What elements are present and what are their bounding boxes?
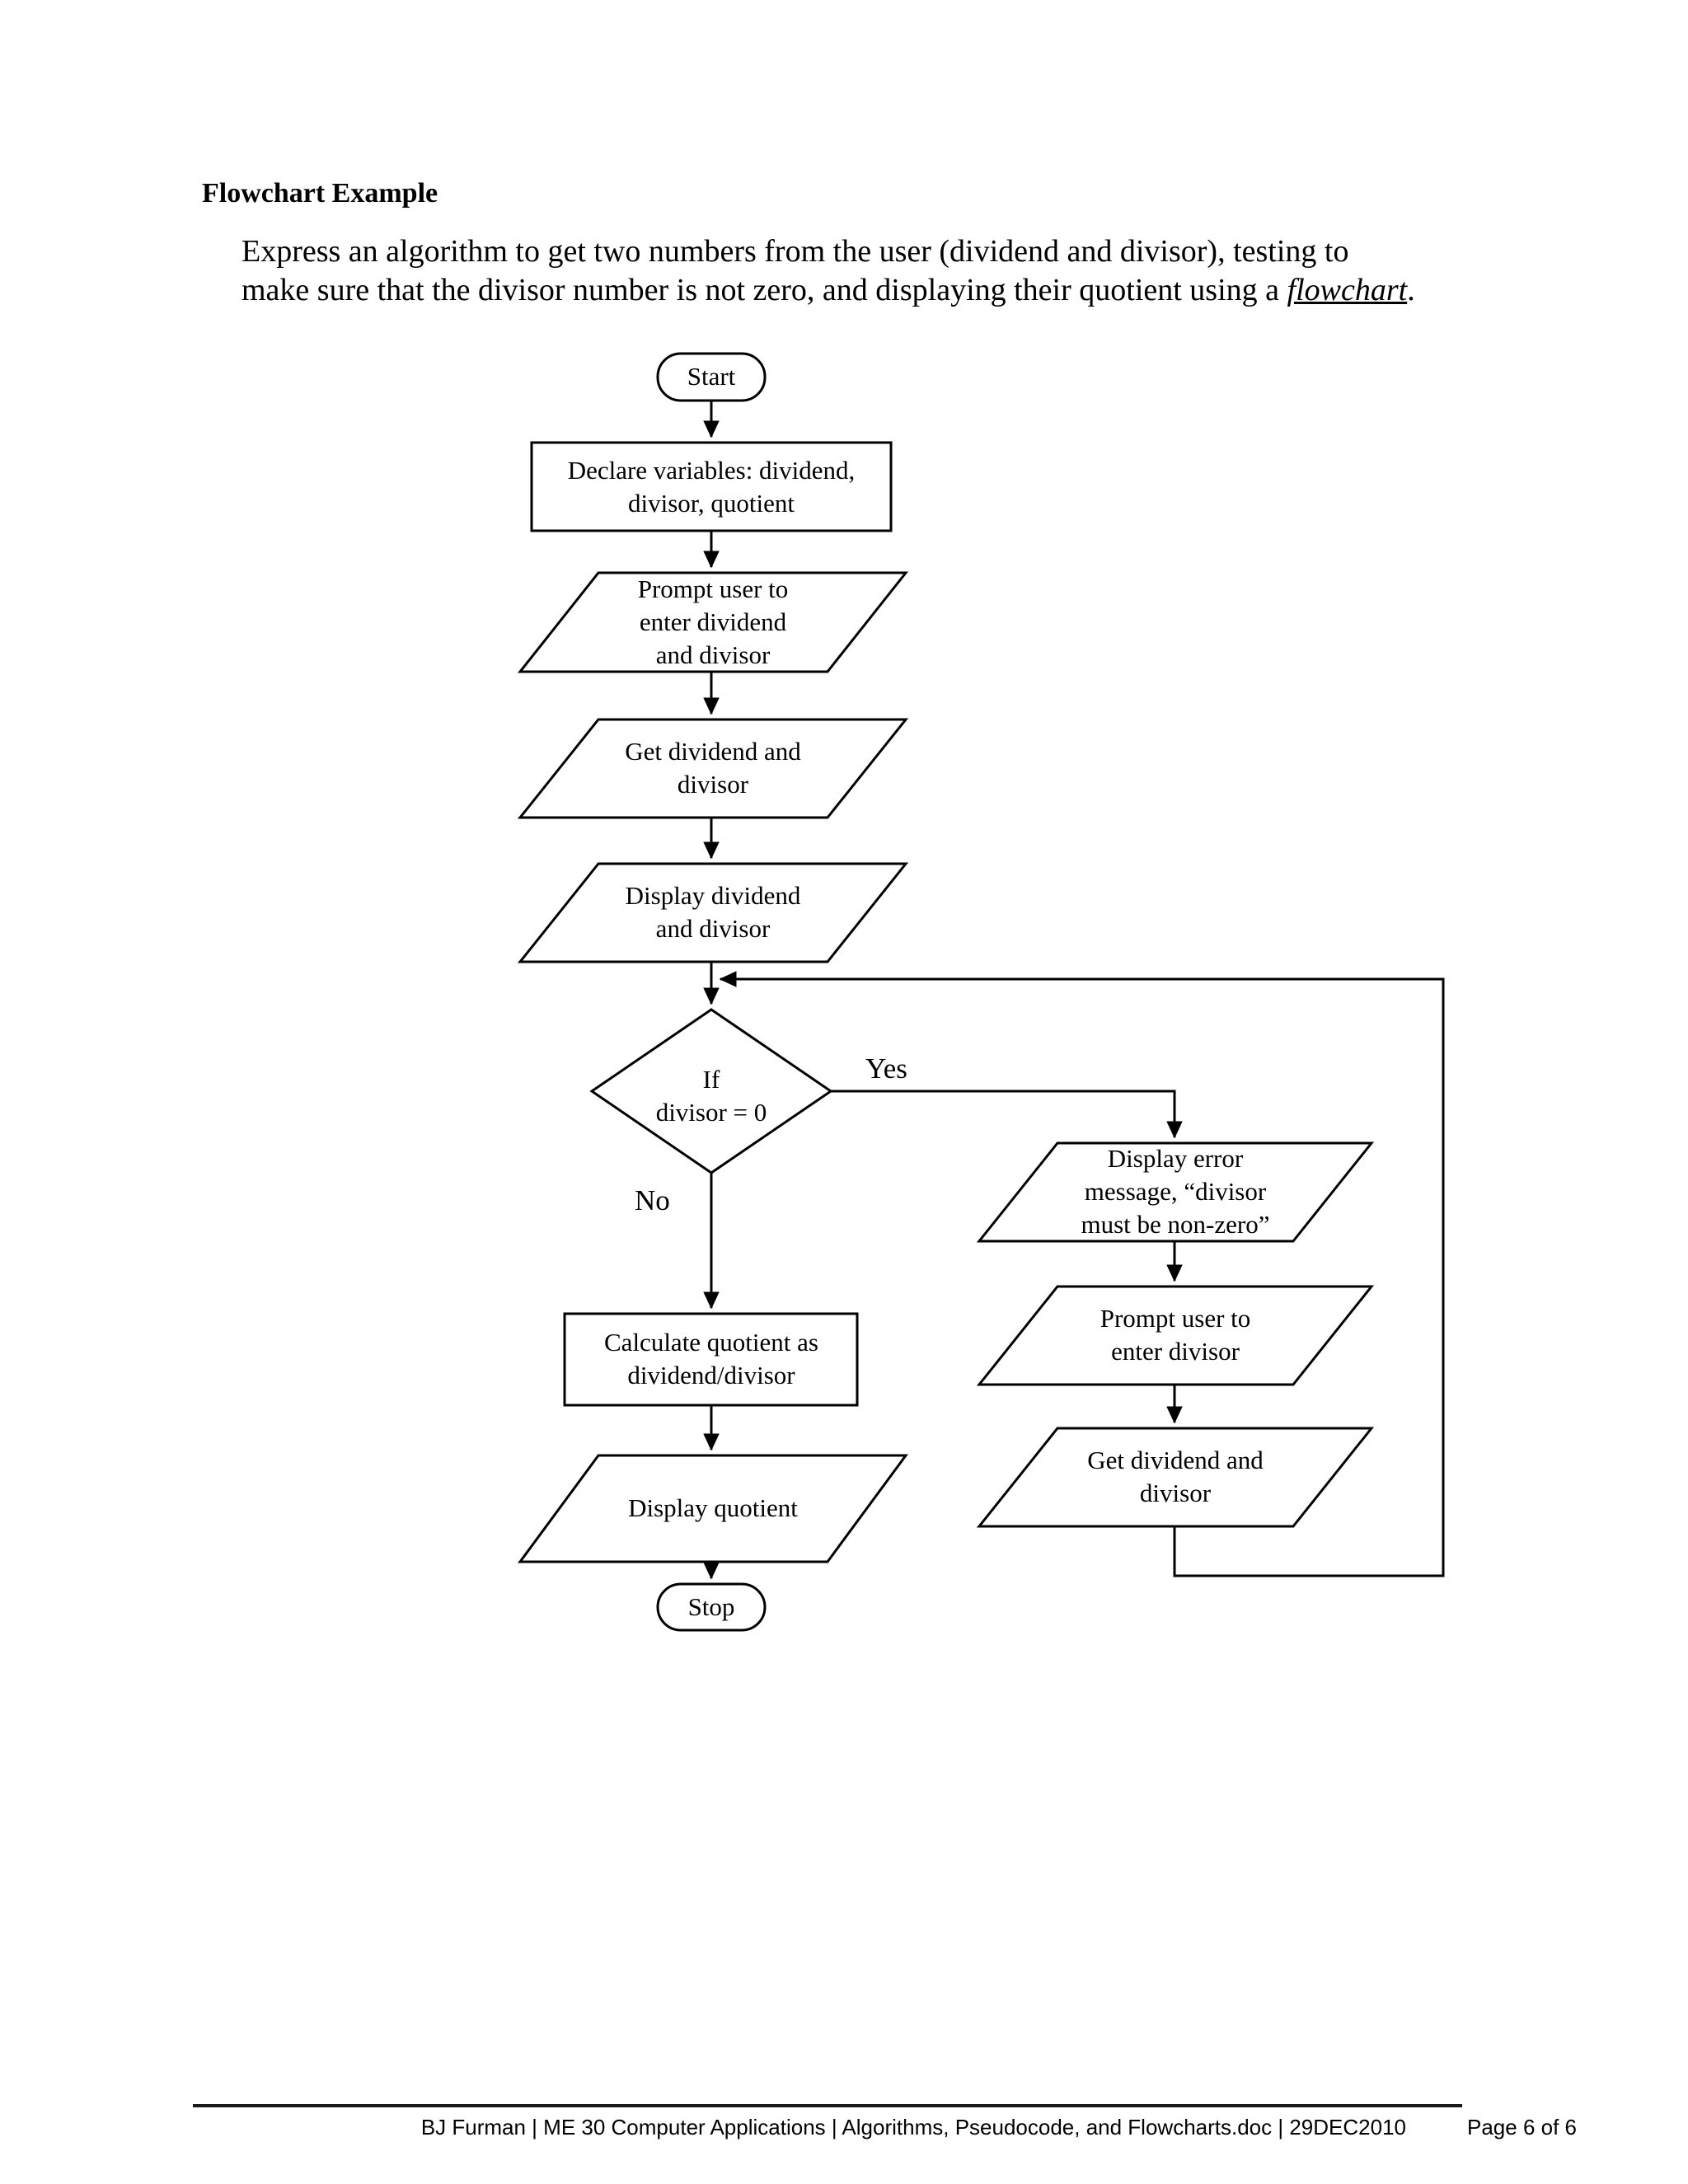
page-title: Flowchart Example (202, 178, 438, 209)
terminal-stop-label: Stop (687, 1592, 735, 1621)
io-display-dividend-divisor-shape (517, 862, 909, 963)
footer-divider (193, 2104, 1462, 2107)
io-prompt-divisor-label: Prompt user to enter divisor (1100, 1304, 1251, 1366)
yes-branch-label: Yes (865, 1052, 907, 1085)
io-prompt-dividend-divisor-label: Prompt user to enter dividend and diviso… (637, 574, 789, 669)
intro-emphasized-word: flowchart (1287, 273, 1408, 307)
process-calculate-label: Calculate quotient as dividend/divisor (604, 1328, 818, 1390)
io-display-error-shape (976, 1141, 1375, 1243)
process-calculate-shape (563, 1312, 859, 1407)
io-display-quotient-shape (518, 1454, 908, 1563)
terminal-stop-shape (656, 1582, 767, 1632)
io-get-dividend-divisor-2-label: Get dividend and divisor (1087, 1446, 1264, 1507)
terminal-start-shape (656, 352, 767, 402)
decision-divisor-zero-label: If divisor = 0 (655, 1065, 767, 1127)
connector-loop-back (719, 971, 1445, 1577)
connector-yes-branch (831, 1090, 1183, 1139)
no-branch-label: No (635, 1184, 670, 1216)
io-prompt-dividend-divisor-shape (517, 571, 909, 673)
terminal-start-label: Start (687, 362, 736, 391)
intro-paragraph: Express an algorithm to get two numbers … (241, 232, 1415, 310)
decision-divisor-zero-shape (589, 1008, 833, 1174)
io-display-dividend-divisor-label: Display dividend and divisor (625, 881, 801, 943)
io-display-error-label: Display error message, “divisor must be … (1081, 1144, 1270, 1239)
intro-text-before: Express an algorithm to get two numbers … (241, 234, 1349, 307)
process-declare-shape (530, 441, 893, 532)
io-get-dividend-divisor-2-shape (976, 1427, 1375, 1528)
intro-text-after: . (1407, 273, 1415, 307)
io-display-quotient-label: Display quotient (628, 1493, 798, 1522)
footer-page-number: Page 6 of 6 (1467, 2115, 1577, 2139)
io-prompt-divisor-shape (976, 1285, 1375, 1386)
io-get-dividend-divisor-shape (517, 718, 909, 819)
process-declare-label: Declare variables: dividend, divisor, qu… (567, 456, 856, 518)
footer-document-info: BJ Furman | ME 30 Computer Applications … (420, 2115, 1406, 2139)
io-get-dividend-divisor-label: Get dividend and divisor (625, 737, 801, 799)
